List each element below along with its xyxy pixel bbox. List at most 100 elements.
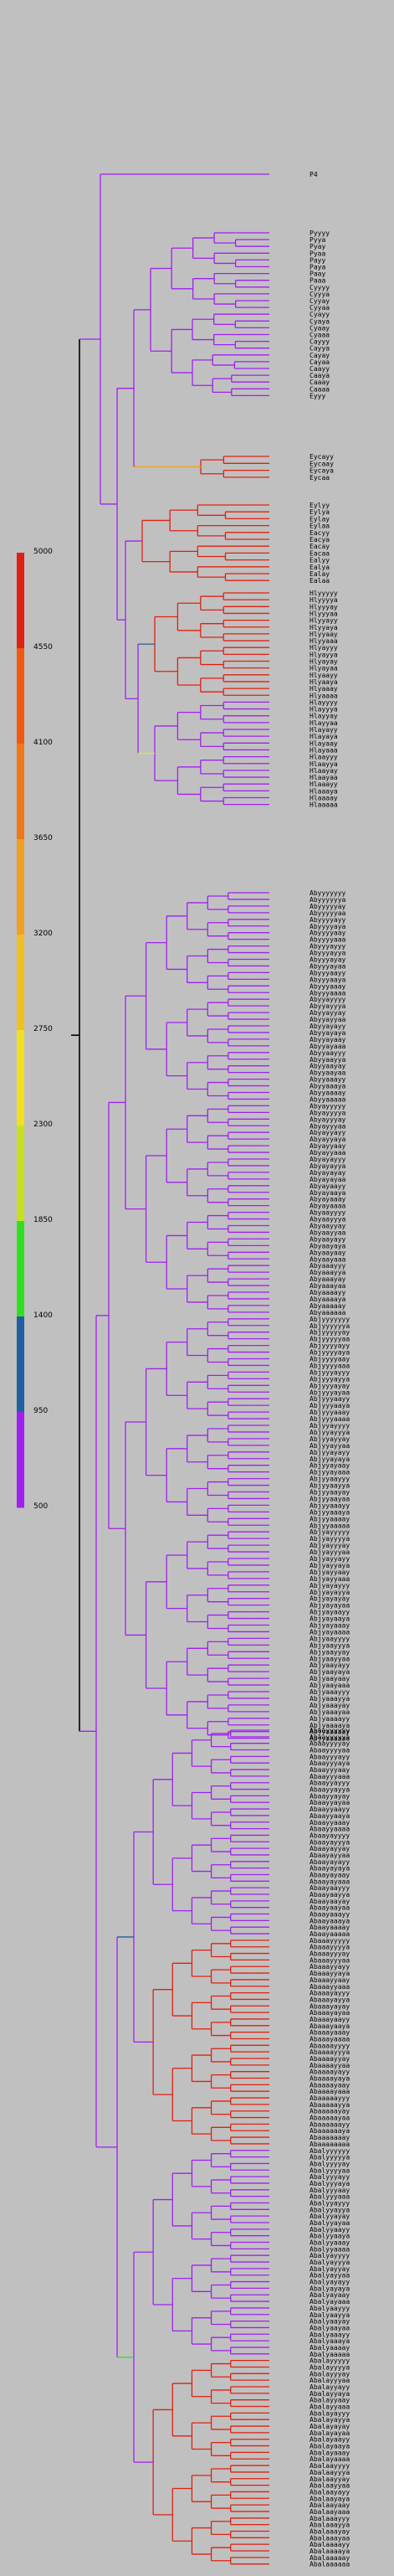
leaf-label: Abyyaayaa <box>310 1069 346 1077</box>
color-scale-legend <box>17 553 24 1508</box>
leaf-label: Abjyyyyyay <box>310 1329 350 1337</box>
leaf-label: Eycaya <box>310 467 334 475</box>
leaf-label: Abjyyyaaya <box>310 1402 350 1409</box>
leaf-label: Abjyayaaya <box>310 1615 350 1623</box>
leaf-label: Abyayyyay <box>310 1115 346 1123</box>
leaf-label: Eacaa <box>310 549 330 557</box>
leaf-label: Abyaayyya <box>310 1216 346 1224</box>
leaf-label: Abalyayyay <box>310 2265 350 2273</box>
legend-tick-label: 950 <box>33 1407 49 1415</box>
leaf-label: Cyaya <box>310 317 330 325</box>
leaf-label: Cayaa <box>310 358 330 366</box>
leaf-label: Eylyy <box>310 502 330 509</box>
leaf-label: Abalyaaaya <box>310 2337 350 2345</box>
leaf-label: Eylaa <box>310 523 330 530</box>
leaf-label: Abjyayayya <box>310 1589 350 1596</box>
leaf-label: Abalyaayyy <box>310 2305 350 2312</box>
leaf-label: Abyyayaya <box>310 1029 346 1037</box>
leaf-label: Abyaayayy <box>310 1235 346 1243</box>
leaf-label: Abalaaaaaa <box>310 2561 350 2568</box>
leaf-label: Hlayaay <box>310 739 338 747</box>
leaf-label: Cyaay <box>310 324 330 332</box>
leaf-label: Eacya <box>310 536 330 544</box>
leaf-label: Abyyyyaya <box>310 923 346 930</box>
leaf-label: Abyaayyaa <box>310 1229 346 1236</box>
legend-swatch <box>17 744 24 840</box>
leaf-label: Abaayayaay <box>310 1871 350 1878</box>
leaf-label: Hlaaaya <box>310 787 338 795</box>
leaf-label: Abalaaayaa <box>310 2534 350 2542</box>
legend-tick-label: 1400 <box>33 1311 53 1320</box>
leaf-label: Abyaaayaa <box>310 1282 346 1290</box>
leaf-label: Abaayaaaaa <box>310 1930 350 1938</box>
leaf-label: Abalaaayyy <box>310 2515 350 2522</box>
leaf-label: Abjyyayaaa <box>310 1469 350 1476</box>
leaf-label: Cyaaa <box>310 332 330 339</box>
leaf-label: Abalyyayaa <box>310 2219 350 2227</box>
leaf-label: Abjyaayyay <box>310 1648 350 1656</box>
legend-tick-label: 2300 <box>33 1121 53 1129</box>
leaf-label: Abjyyyayaa <box>310 1388 350 1396</box>
leaf-label: Hlaaaay <box>310 795 338 802</box>
leaf-label: Abjyyyyayy <box>310 1342 350 1350</box>
leaf-label: Abjyayyyay <box>310 1542 350 1549</box>
leaf-label: Caaya <box>310 372 330 379</box>
leaf-label: Abjyyaayyy <box>310 1476 350 1483</box>
leaf-label: Hlyyayy <box>310 617 338 625</box>
leaf-label: Abyyayyyy <box>310 996 346 1003</box>
leaf-label: Abalyayaay <box>310 2291 350 2299</box>
leaf-label: Eycaay <box>310 460 334 467</box>
leaf-label: Hlayyya <box>310 706 338 714</box>
leaf-label: Abjyyaaayy <box>310 1502 350 1509</box>
leaf-label: Abjyayaaaa <box>310 1628 350 1636</box>
leaf-label: Abjyaaaaay <box>310 1728 350 1736</box>
leaf-label: Abjyyayyyy <box>310 1422 350 1430</box>
leaf-label: Abjyaaayay <box>310 1702 350 1709</box>
leaf-label: Abjyaayaay <box>310 1675 350 1682</box>
leaf-label: Abyaaaayy <box>310 1289 346 1296</box>
leaf-label: Abalaayyyy <box>310 2462 350 2470</box>
leaf-label: Abjyaaaaaa <box>310 1735 350 1743</box>
leaf-label: Hlyyyyy <box>310 590 338 597</box>
leaf-label: Abaaaayyyy <box>310 2042 350 2049</box>
leaf-label: Abaaayayya <box>310 1996 350 2003</box>
leaf-label: Abyyayyya <box>310 1002 346 1010</box>
leaf-label: Abalayyaay <box>310 2397 350 2404</box>
leaf-label: Abjyayyyya <box>310 1535 350 1543</box>
leaf-label: Abalyyyaaa <box>310 2193 350 2201</box>
leaf-label: Abyyyayay <box>310 956 346 964</box>
leaf-label: Abyyaayay <box>310 1063 346 1070</box>
leaf-label: Abaayaayaa <box>310 1904 350 1912</box>
leaf-label: Abaayyyayy <box>310 1753 350 1760</box>
legend-tick-label: 3650 <box>33 834 53 842</box>
leaf-label: Abaaayaaya <box>310 2022 350 2030</box>
leaf-label: Hlyyyya <box>310 596 338 604</box>
leaf-label: Abaaaaayya <box>310 2101 350 2109</box>
leaf-label: Abalaayayy <box>310 2488 350 2496</box>
leaf-label: Abjyyyyyya <box>310 1322 350 1330</box>
leaf-label: Abjyayyyaa <box>310 1548 350 1556</box>
leaf-label: Abjyyaayay <box>310 1489 350 1497</box>
leaf-label: Abalyaaayy <box>310 2331 350 2338</box>
legend-swatch <box>17 1126 24 1222</box>
leaf-label: Abjyayyaaa <box>310 1575 350 1583</box>
leaf-label: Hlyayaa <box>310 665 338 672</box>
leaf-label: Ealya <box>310 564 330 571</box>
leaf-label: Abyyyayaa <box>310 962 346 970</box>
leaf-label: Abaayayyaa <box>310 1852 350 1859</box>
leaf-label: Abalyayyya <box>310 2259 350 2266</box>
leaf-label: Abalyyyyay <box>310 2160 350 2167</box>
leaf-label: Abyayayaa <box>310 1176 346 1183</box>
leaf-label: Abyayyyya <box>310 1109 346 1116</box>
leaf-label: Abalaaaaya <box>310 2548 350 2555</box>
leaf-label: Abjyyayyaa <box>310 1442 350 1450</box>
leaf-label: Abalayayyy <box>310 2409 350 2417</box>
leaf-label: Abaaayayyy <box>310 1990 350 1997</box>
leaf-label: Paaa <box>310 277 325 285</box>
leaf-label: Pyya <box>310 236 325 244</box>
leaf-label: Abalaaayya <box>310 2522 350 2529</box>
leaf-label: Abyaaaaay <box>310 1302 346 1310</box>
leaf-label: Abjyyayayy <box>310 1449 350 1456</box>
leaf-label: Cayyy <box>310 338 330 346</box>
